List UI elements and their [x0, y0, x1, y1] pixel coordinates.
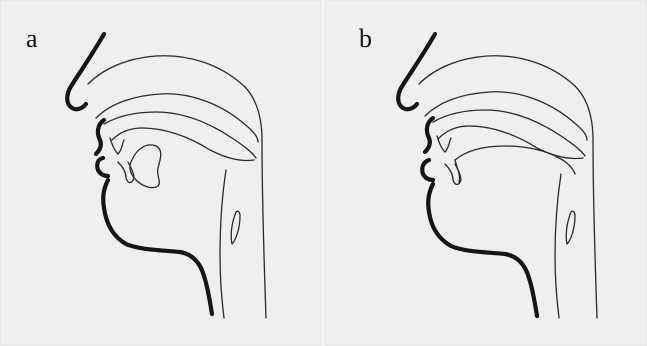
pharynx-wall — [220, 170, 226, 318]
chin-outline — [428, 184, 537, 316]
panel-a: a — [0, 0, 321, 346]
nose-outline — [398, 34, 435, 109]
upper-lip — [425, 118, 433, 152]
nasal-cavity — [96, 94, 258, 142]
lower-lip — [422, 160, 433, 180]
tongue — [130, 145, 161, 188]
epiglottis — [566, 211, 575, 244]
nose-outline — [67, 34, 104, 109]
tongue — [455, 146, 575, 174]
panel-b: b — [325, 0, 646, 346]
palate-upper — [433, 110, 585, 156]
velum — [439, 126, 583, 159]
skull-line — [88, 56, 266, 318]
velum — [112, 128, 254, 161]
tongue-tip — [455, 160, 460, 182]
skull-line — [419, 56, 597, 318]
vocal-tract-diagram-b — [325, 0, 646, 346]
lower-lip — [97, 158, 108, 176]
lower-teeth — [118, 162, 134, 183]
epiglottis — [231, 211, 240, 244]
pharynx-wall — [555, 174, 561, 318]
upper-lip — [96, 120, 104, 154]
vocal-tract-diagram-a — [0, 0, 321, 346]
chin-outline — [103, 180, 212, 314]
